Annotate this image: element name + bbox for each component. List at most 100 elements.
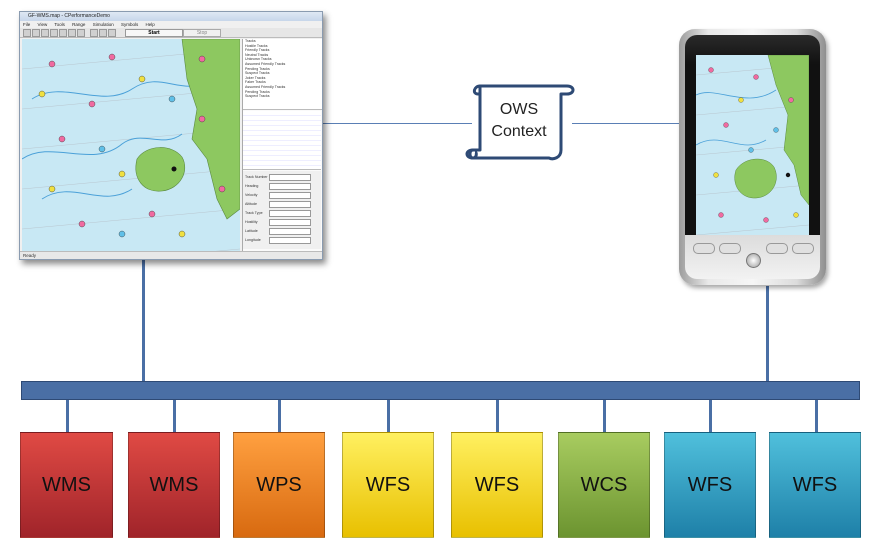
bus-drop: [709, 399, 712, 433]
toolbar-button[interactable]: [108, 29, 116, 37]
service-box-wms-1: WMS: [20, 432, 113, 538]
toolbar-button[interactable]: [50, 29, 58, 37]
track-layer-list[interactable]: Tracks Hostile Tracks Friendly Tracks Ne…: [243, 39, 322, 110]
track-layer-item[interactable]: Hostile Tracks: [245, 43, 268, 48]
track-layer-item[interactable]: Pending Tracks: [245, 66, 270, 71]
desktop-client-window: GF-WMS.map - CPerformanceDemo File View …: [19, 11, 323, 260]
bus-drop: [278, 399, 281, 433]
desktop-map-graphic: [22, 39, 240, 251]
start-button[interactable]: Start: [125, 29, 183, 37]
toolbar-button[interactable]: [77, 29, 85, 37]
track-layer-item[interactable]: Neutral Tracks: [245, 52, 269, 57]
phone-body: [685, 35, 820, 279]
menu-item[interactable]: Help: [145, 22, 155, 27]
track-layer-item[interactable]: Joker Tracks: [245, 75, 266, 80]
track-layer-item[interactable]: Faker Tracks: [245, 80, 266, 85]
form-field[interactable]: [269, 183, 311, 190]
phone-call-key[interactable]: [693, 243, 715, 254]
service-bus: [21, 381, 860, 400]
track-table[interactable]: [243, 111, 321, 170]
service-box-wms-2: WMS: [128, 432, 220, 538]
phone-end-key[interactable]: [792, 243, 814, 254]
toolbar-button[interactable]: [90, 29, 98, 37]
form-label: Latitude: [245, 229, 258, 233]
phone-back-key[interactable]: [766, 243, 788, 254]
ows-context-label: OWS Context: [474, 99, 564, 143]
mobile-client-phone: [679, 29, 826, 285]
form-field[interactable]: [269, 192, 311, 199]
track-layer-item[interactable]: Suspect Tracks: [245, 71, 270, 76]
bus-drop: [603, 399, 606, 433]
form-field[interactable]: [269, 237, 311, 244]
service-label: WMS: [42, 473, 91, 496]
menu-item[interactable]: File: [23, 22, 31, 27]
ows-context-line1: OWS: [499, 101, 539, 118]
form-field[interactable]: [269, 210, 311, 217]
track-layer-item[interactable]: Suspect Tracks: [245, 94, 270, 99]
menu-item[interactable]: Range: [72, 22, 86, 27]
desktop-map-view[interactable]: [22, 39, 240, 251]
window-to-context-link: [322, 123, 472, 124]
service-label: WFS: [474, 473, 520, 496]
track-layer-item[interactable]: Pending Tracks: [245, 89, 270, 94]
service-label: WMS: [149, 473, 199, 496]
toolbar-button[interactable]: [32, 29, 40, 37]
toolbar-button[interactable]: [99, 29, 107, 37]
phone-home-key[interactable]: [719, 243, 741, 254]
track-layer-item[interactable]: Tracks: [245, 39, 256, 43]
form-label: Altitude: [245, 202, 257, 206]
form-label: Track Number: [245, 175, 268, 179]
toolbar-button[interactable]: [68, 29, 76, 37]
ows-context-line2: Context: [491, 123, 547, 140]
track-layer-item[interactable]: Friendly Tracks: [245, 48, 270, 53]
phone-map-graphic: [696, 55, 809, 235]
track-layer-item[interactable]: Assumed Friendly Tracks: [245, 84, 286, 89]
window-toolbar: Start Stop: [20, 28, 322, 38]
bus-drop: [173, 399, 176, 433]
service-box-wfs-3: WFS: [664, 432, 756, 538]
service-box-wfs-2: WFS: [451, 432, 543, 538]
service-label: WCS: [580, 473, 628, 496]
form-field[interactable]: [269, 219, 311, 226]
service-box-wfs-4: WFS: [769, 432, 861, 538]
window-title: GF-WMS.map - CPerformanceDemo: [20, 12, 322, 21]
ows-context-scroll-icon: [465, 84, 575, 161]
stop-button[interactable]: Stop: [183, 29, 221, 37]
track-layer-item[interactable]: Unknown Tracks: [245, 57, 272, 62]
form-field[interactable]: [269, 174, 311, 181]
phone-trackball[interactable]: [746, 253, 761, 268]
toolbar-button[interactable]: [59, 29, 67, 37]
menu-item[interactable]: Tools: [54, 22, 65, 27]
bus-drop: [66, 399, 69, 433]
service-label: WFS: [365, 473, 411, 496]
track-layer-item[interactable]: Assumed Friendly Tracks: [245, 61, 286, 66]
form-label: Hostility: [245, 220, 258, 224]
window-status-bar: Ready: [20, 251, 322, 259]
form-field[interactable]: [269, 228, 311, 235]
phone-to-bus-connector: [766, 286, 769, 382]
bus-drop: [496, 399, 499, 433]
service-label: WPS: [256, 473, 302, 496]
toolbar-button[interactable]: [41, 29, 49, 37]
form-field[interactable]: [269, 201, 311, 208]
form-label: Longitude: [245, 238, 261, 242]
track-detail-form: Track Number Heading Velocity Altitude T…: [243, 171, 321, 249]
bus-drop: [815, 399, 818, 433]
service-label: WFS: [792, 473, 838, 496]
desktop-side-panel: Tracks Hostile Tracks Friendly Tracks Ne…: [242, 39, 322, 251]
form-label: Velocity: [245, 193, 258, 197]
menu-item[interactable]: View: [37, 22, 48, 27]
service-box-wcs: WCS: [558, 432, 650, 538]
bus-drop: [387, 399, 390, 433]
toolbar-button[interactable]: [23, 29, 31, 37]
phone-map-view[interactable]: [696, 55, 809, 235]
service-box-wps: WPS: [233, 432, 325, 538]
menu-item[interactable]: Symbols: [120, 22, 139, 27]
context-to-phone-link: [572, 123, 680, 124]
service-label: WFS: [687, 473, 733, 496]
form-label: Track Type: [245, 211, 263, 215]
window-menu-bar: File View Tools Range Simulation Symbols…: [20, 21, 322, 28]
form-label: Heading: [245, 184, 259, 188]
menu-item[interactable]: Simulation: [92, 22, 114, 27]
window-to-bus-connector: [142, 258, 145, 382]
